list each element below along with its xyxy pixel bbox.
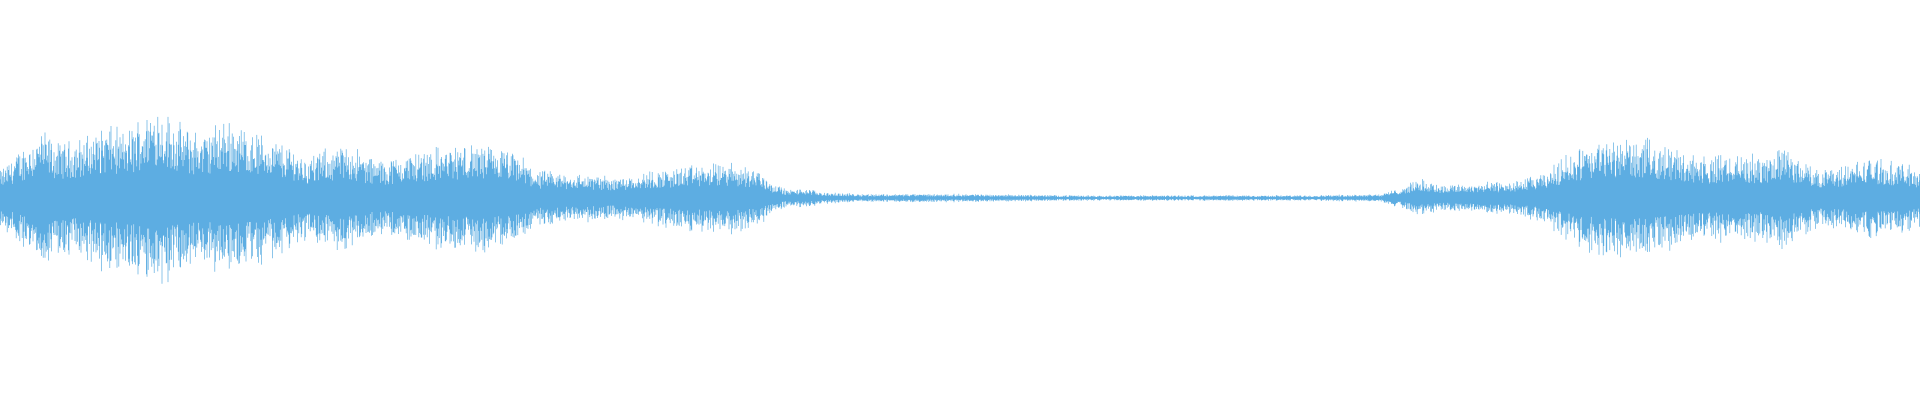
waveform-trace (0, 116, 1920, 284)
waveform-samples (0, 116, 1920, 284)
